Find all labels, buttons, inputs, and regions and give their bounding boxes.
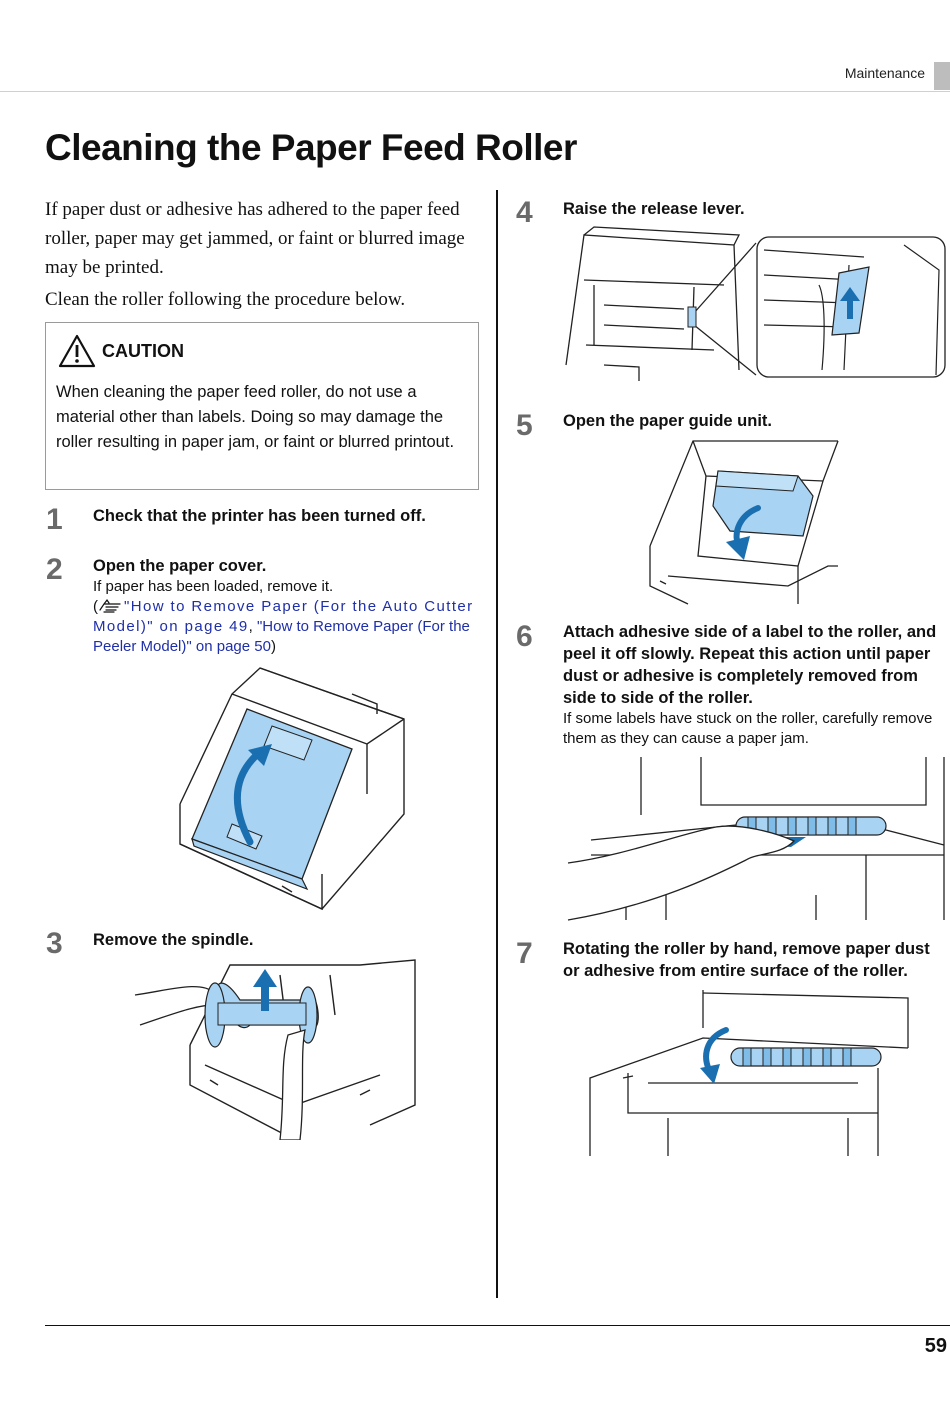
section-label: Maintenance [844, 65, 925, 81]
section-tab [934, 62, 950, 90]
step-7-title: Rotating the roller by hand, remove pape… [563, 940, 930, 980]
caution-title: CAUTION [102, 340, 184, 361]
footer-divider [45, 1325, 950, 1326]
page-title: Cleaning the Paper Feed Roller [45, 127, 577, 168]
step-3-number: 3 [46, 927, 63, 960]
step-1-number: 1 [46, 503, 63, 536]
link-remove-paper-peeler[interactable]: "How to Remove Paper (For the Peeler Mod… [93, 618, 470, 655]
step-2-number: 2 [46, 553, 63, 586]
raise-release-lever-illustration [565, 226, 946, 381]
page-number: 59 [924, 1335, 947, 1357]
step-4-number: 4 [516, 196, 533, 229]
open-paper-cover-illustration [179, 667, 405, 911]
step-6-number: 6 [516, 620, 533, 653]
caution-box [45, 322, 479, 490]
caution-heading: CAUTION [58, 334, 184, 368]
warning-triangle-icon [58, 334, 96, 368]
intro-text: If paper dust or adhesive has adhered to… [45, 195, 485, 317]
step-2-body: If paper has been loaded, remove it. ("H… [93, 577, 481, 657]
step-2-reference: ("How to Remove Paper (For the Auto Cutt… [93, 597, 481, 657]
caution-text: When cleaning the paper feed roller, do … [56, 383, 455, 451]
open-paper-guide-unit-illustration [649, 440, 839, 605]
remove-spindle-illustration [134, 959, 416, 1140]
hand-pointer-icon [99, 598, 121, 613]
reference-close-paren: ) [270, 638, 276, 655]
link-remove-paper-auto-cutter[interactable]: "How to Remove Paper (For the Auto Cutte… [93, 598, 474, 635]
attach-label-roller-illustration [567, 757, 945, 921]
intro-paragraph-2: Clean the roller following the procedure… [45, 289, 406, 310]
reference-separator: , [248, 618, 257, 635]
step-7-number: 7 [516, 937, 533, 970]
step-6-title: Attach adhesive side of a label to the r… [563, 623, 937, 707]
intro-paragraph-1: If paper dust or adhesive has adhered to… [45, 199, 465, 278]
rotate-roller-illustration [589, 990, 909, 1156]
reference-open-paren: ( [93, 598, 98, 615]
step-2-title: Open the paper cover. [93, 557, 267, 575]
column-divider [496, 190, 498, 1298]
step-2-note: If paper has been loaded, remove it. [93, 578, 334, 595]
header-divider [0, 91, 950, 92]
step-5-number: 5 [516, 409, 533, 442]
step-3-title: Remove the spindle. [93, 931, 254, 949]
step-4-title: Raise the release lever. [563, 200, 745, 218]
step-6-body: If some labels have stuck on the roller,… [563, 710, 933, 747]
step-1-title: Check that the printer has been turned o… [93, 507, 426, 525]
step-5-title: Open the paper guide unit. [563, 412, 773, 430]
